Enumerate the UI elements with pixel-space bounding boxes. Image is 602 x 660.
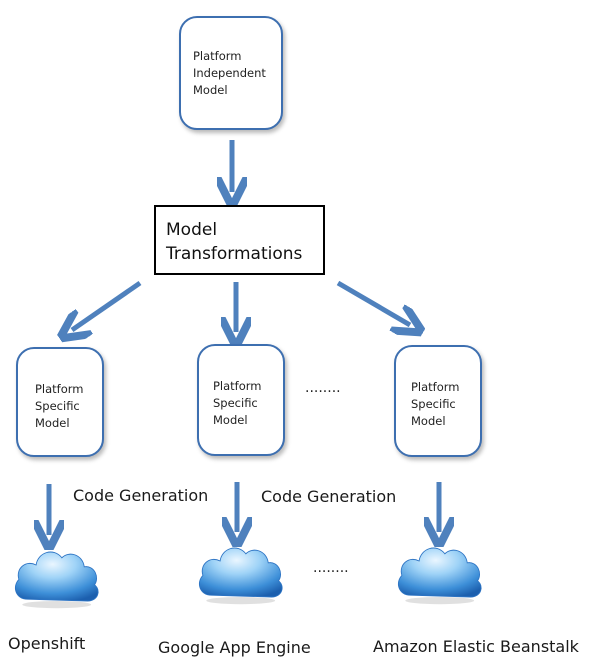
model-transformations-label: Model Transformations xyxy=(166,220,303,264)
code-generation-label-left: Code Generation xyxy=(73,486,209,505)
code-generation-label-right: Code Generation xyxy=(261,487,397,506)
cloud-icon-google-app-engine xyxy=(198,547,283,605)
psm-label-middle: Platform Specific Model xyxy=(213,379,262,427)
psm-box-right: Platform Specific Model xyxy=(394,345,482,457)
arrow-transform-to-psm-right xyxy=(336,280,410,325)
psm-label-left: Platform Specific Model xyxy=(35,382,84,430)
arrow-transform-to-psm-left xyxy=(72,280,142,330)
psm-ellipsis: ........ xyxy=(305,380,341,396)
cloud-icon-openshift xyxy=(14,551,99,609)
model-transformations-box: Model Transformations xyxy=(154,205,325,275)
psm-box-middle: Platform Specific Model xyxy=(197,344,285,456)
platform-label-amazon-elastic-beanstalk: Amazon Elastic Beanstalk xyxy=(373,637,579,656)
psm-box-left: Platform Specific Model xyxy=(16,347,104,457)
cloud-icon-amazon-elastic-beanstalk xyxy=(397,547,482,605)
pim-box: Platform Independent Model xyxy=(179,16,283,130)
platform-label-openshift: Openshift xyxy=(8,634,86,653)
pim-label: Platform Independent Model xyxy=(193,49,266,97)
cloud-ellipsis: ........ xyxy=(313,560,349,576)
psm-label-right: Platform Specific Model xyxy=(411,380,460,428)
platform-label-google-app-engine: Google App Engine xyxy=(158,638,311,657)
